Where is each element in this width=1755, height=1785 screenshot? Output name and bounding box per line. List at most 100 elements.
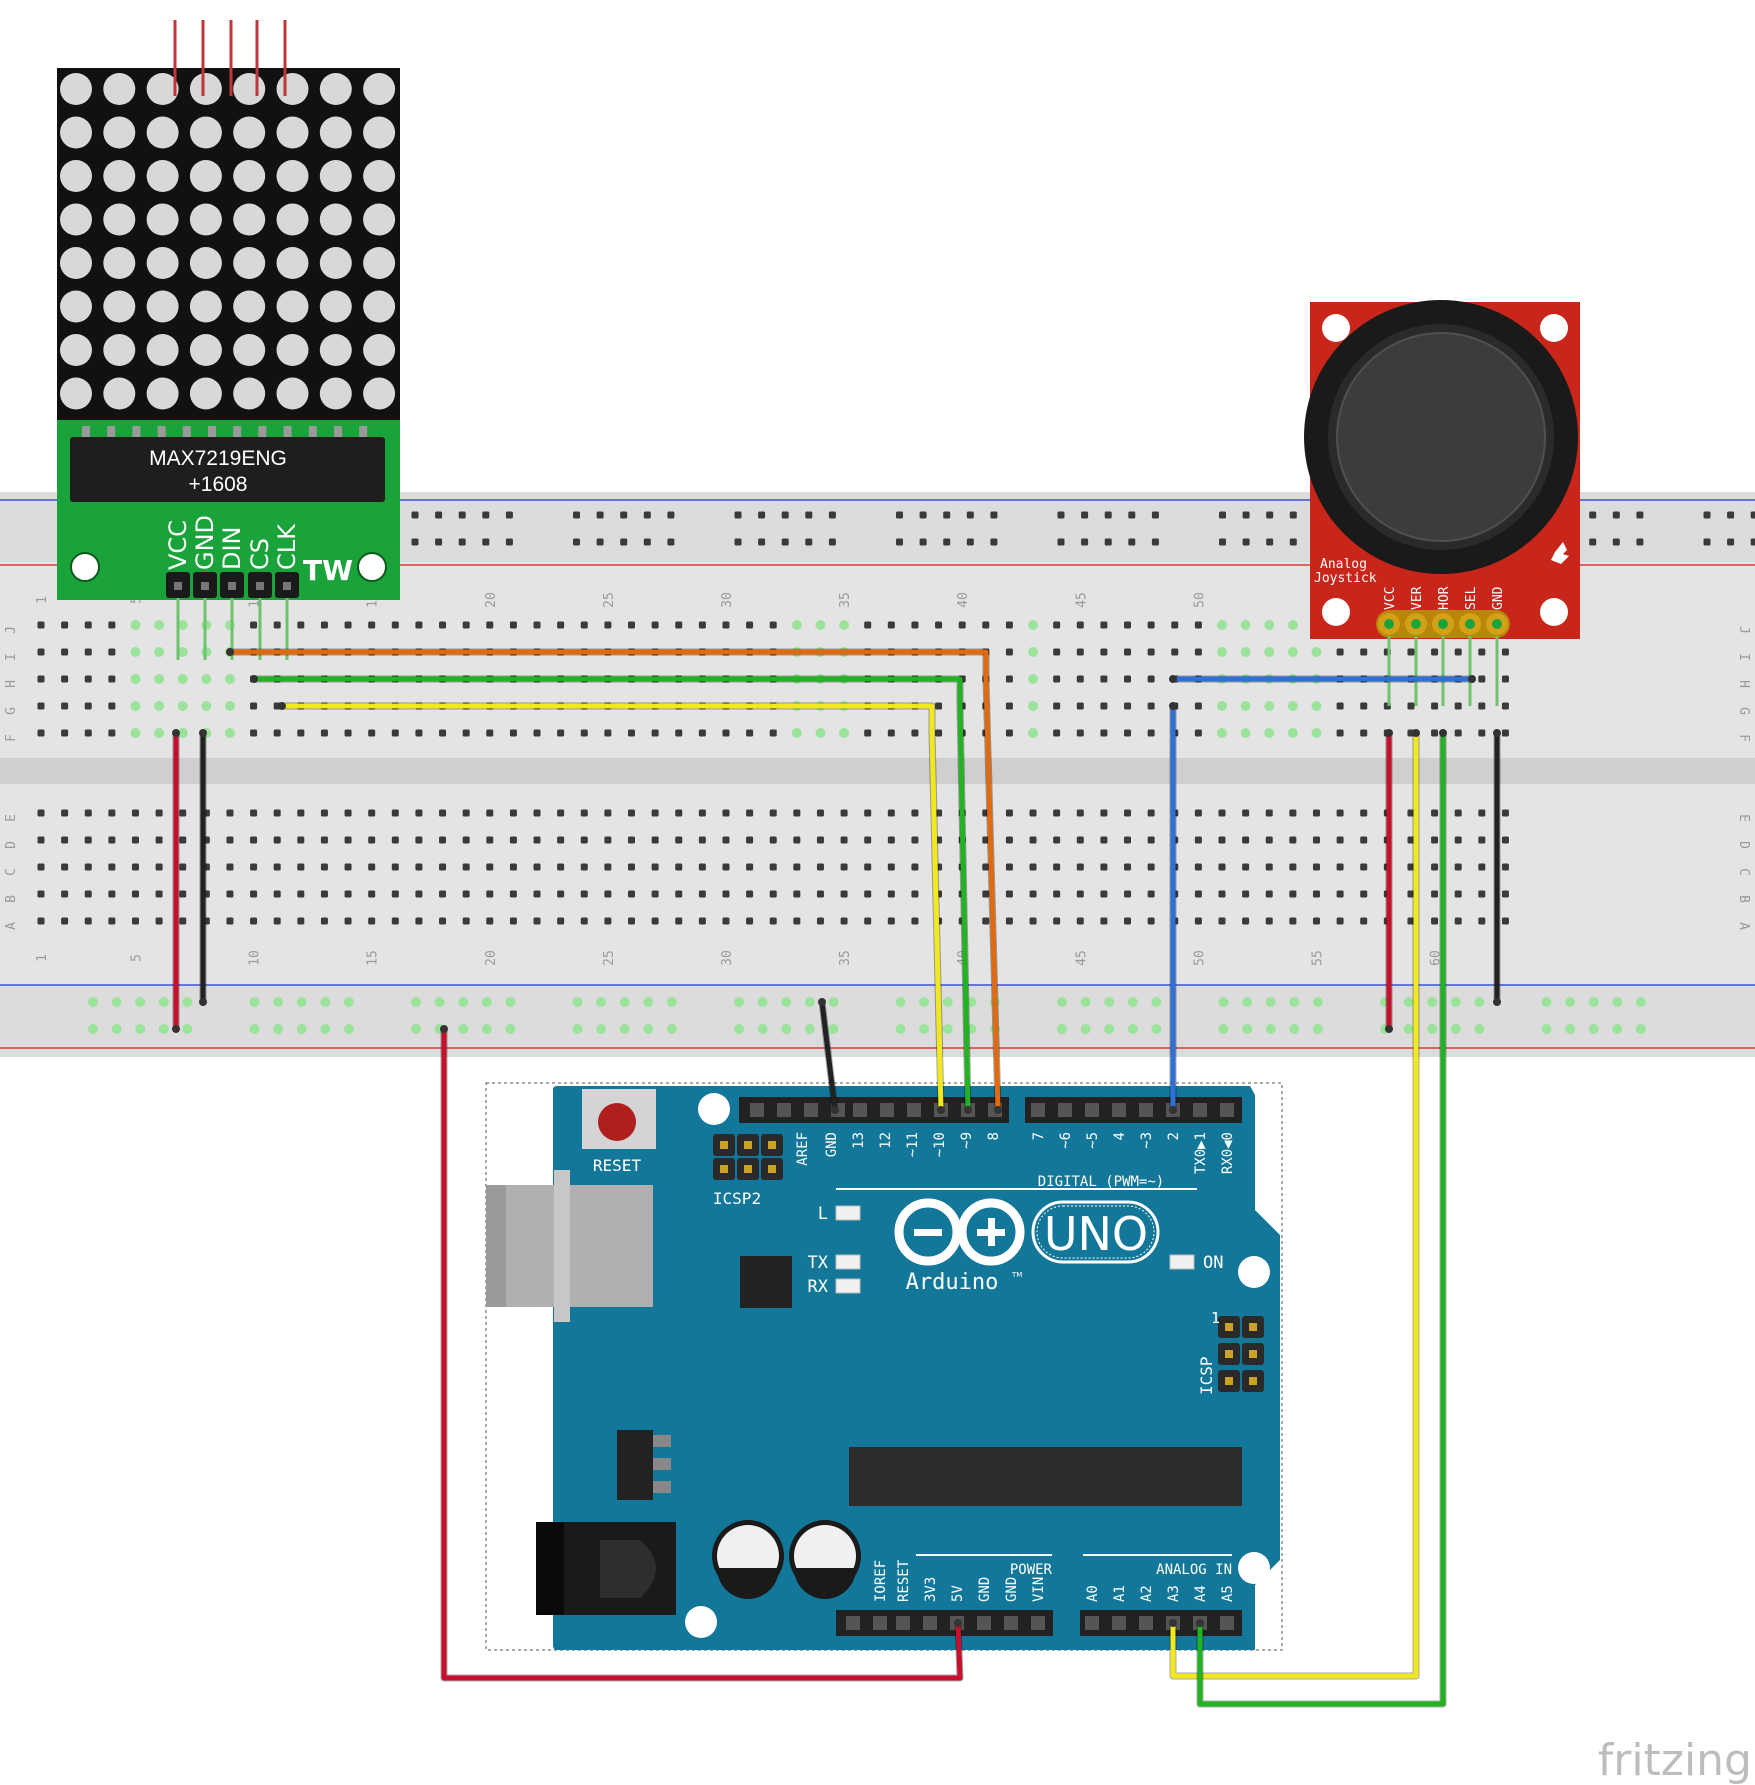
connected-rail-hole	[666, 1024, 677, 1034]
row-letter-left: J	[4, 626, 19, 634]
breadboard-hole	[1360, 702, 1368, 710]
breadboard-hole	[320, 621, 328, 629]
breadboard-hole	[61, 809, 69, 817]
breadboard-hole	[1005, 729, 1013, 737]
breadboard-hole	[439, 836, 447, 844]
connected-hole	[1311, 728, 1322, 738]
digital-pin	[1139, 1103, 1153, 1117]
breadboard-hole	[864, 809, 872, 817]
matrix-pin-label: CS	[246, 538, 274, 570]
rail-hole	[1104, 538, 1112, 546]
matrix-led	[103, 334, 136, 366]
breadboard-hole	[1478, 675, 1486, 683]
connected-hole	[1217, 620, 1227, 630]
breadboard-hole	[273, 863, 281, 871]
breadboard-hole	[604, 729, 612, 737]
breadboard-hole	[628, 809, 635, 817]
breadboard-hole	[1194, 648, 1202, 656]
joystick-knob[interactable]	[1336, 332, 1546, 542]
reset-button[interactable]	[598, 1103, 636, 1141]
connected-hole	[154, 674, 165, 684]
digital-pin-label: 13	[851, 1132, 867, 1149]
breadboard-hole	[179, 917, 187, 925]
breadboard-hole	[1312, 863, 1320, 871]
breadboard-hole	[887, 809, 895, 817]
matrix-led	[189, 203, 222, 236]
connected-rail-hole	[919, 1024, 930, 1034]
breadboard-hole	[722, 863, 730, 871]
breadboard-hole	[1171, 648, 1179, 656]
breadboard-hole	[1431, 648, 1439, 656]
breadboard-hole	[1076, 702, 1084, 710]
breadboard-hole	[816, 890, 824, 898]
matrix-led	[146, 116, 179, 149]
breadboard-hole	[604, 863, 612, 871]
breadboard-hole	[698, 729, 706, 737]
breadboard-hole	[1194, 890, 1202, 898]
rail-hole	[620, 538, 628, 546]
icsp-pin	[1249, 1377, 1257, 1385]
rail-hole	[1612, 511, 1620, 519]
matrix-led	[103, 377, 136, 410]
breadboard-hole	[698, 917, 706, 925]
connected-rail-hole	[458, 1024, 469, 1034]
breadboard-hole	[391, 809, 399, 817]
rail-hole	[1703, 538, 1711, 546]
icsp2-pin	[720, 1141, 728, 1149]
breadboard-hole	[982, 917, 990, 925]
connected-hole	[224, 701, 235, 711]
breadboard-hole	[533, 917, 541, 925]
matrix-led	[103, 73, 136, 105]
breadboard-hole	[533, 890, 541, 898]
joystick-pin-hole	[1384, 619, 1394, 629]
breadboard-hole	[911, 890, 919, 898]
connected-rail-hole	[1565, 1024, 1576, 1034]
rail-hole	[482, 511, 490, 519]
breadboard-hole	[840, 917, 848, 925]
rail-hole	[573, 538, 580, 546]
breadboard-hole	[155, 836, 163, 844]
breadboard-hole	[250, 890, 258, 898]
breadboard-hole	[982, 863, 990, 871]
connected-rail-hole	[966, 997, 977, 1007]
row-letter-right: H	[1736, 680, 1751, 688]
breadboard-hole	[1501, 890, 1509, 898]
connected-rail-hole	[1474, 1024, 1485, 1034]
connected-hole	[1287, 620, 1298, 630]
breadboard-hole	[1053, 836, 1061, 844]
breadboard-hole	[61, 890, 69, 898]
header-pin-core	[174, 582, 182, 590]
breadboard-hole	[1454, 702, 1462, 710]
breadboard-hole	[1029, 863, 1037, 871]
breadboard-hole	[1218, 863, 1226, 871]
connected-rail-hole	[1450, 1024, 1461, 1034]
breadboard-hole	[1336, 648, 1344, 656]
breadboard-hole	[982, 621, 990, 629]
breadboard-hole	[1076, 917, 1084, 925]
connected-hole	[1240, 728, 1251, 738]
breadboard-hole	[37, 675, 45, 683]
rail-hole	[919, 538, 927, 546]
breadboard-hole	[1336, 863, 1344, 871]
breadboard-hole	[769, 809, 777, 817]
breadboard-hole	[486, 809, 494, 817]
led-on	[1169, 1254, 1195, 1270]
icsp2-label: ICSP2	[713, 1189, 761, 1208]
arduino-hole-4	[685, 1606, 717, 1638]
breadboard-hole	[1431, 863, 1439, 871]
breadboard-hole	[1265, 863, 1273, 871]
matrix-led	[276, 247, 309, 279]
connected-hole	[1311, 647, 1322, 657]
breadboard-hole	[793, 917, 801, 925]
breadboard-hole	[1336, 890, 1344, 898]
breadboard-hole	[61, 729, 69, 737]
breadboard-hole	[1100, 621, 1108, 629]
column-number-top: 25	[602, 592, 617, 608]
connected-rail-hole	[481, 1024, 492, 1034]
breadboard-hole	[604, 917, 612, 925]
breadboard-hole	[1501, 836, 1509, 844]
chip-leg-top	[233, 426, 242, 437]
connected-hole	[1311, 701, 1322, 711]
connected-rail-hole	[1588, 997, 1599, 1007]
